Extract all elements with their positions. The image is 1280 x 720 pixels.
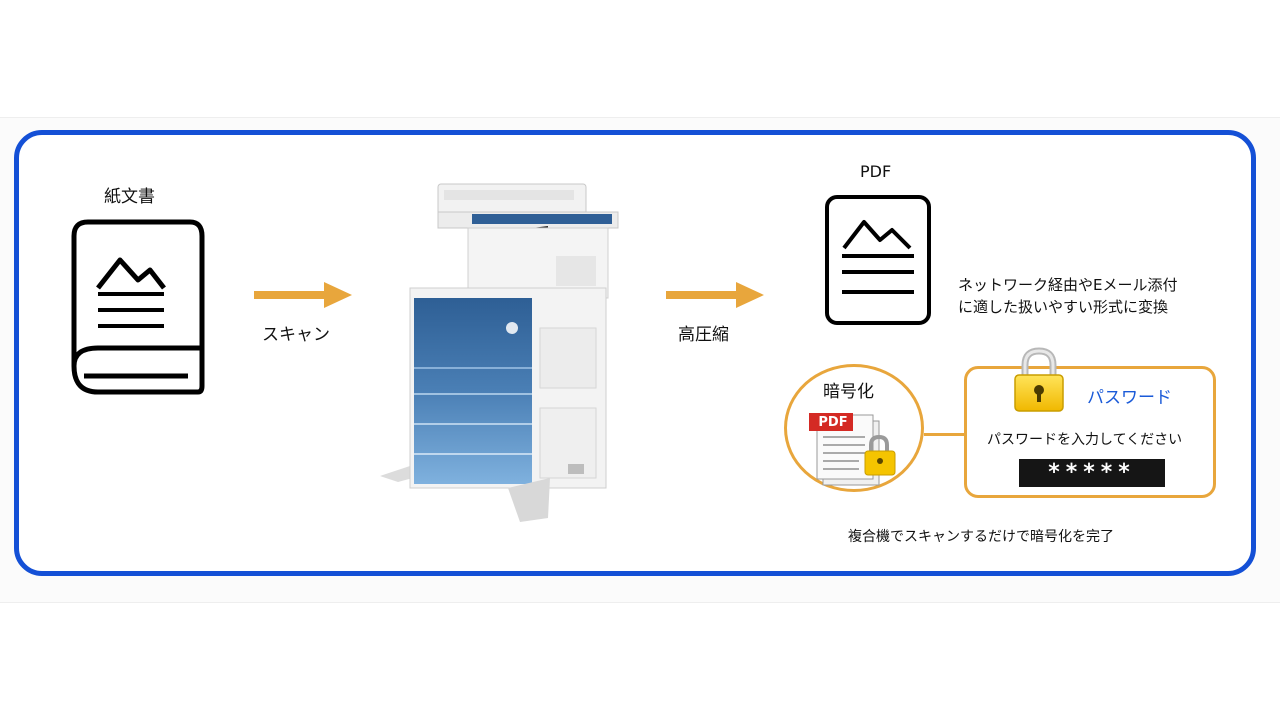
encrypted-pdf-icon xyxy=(809,413,896,486)
pdf-label: PDF xyxy=(860,162,892,181)
compress-label: 高圧縮 xyxy=(678,325,729,345)
compress-arrow xyxy=(666,282,764,308)
password-input[interactable]: ***** xyxy=(1019,459,1165,487)
connector-line xyxy=(924,433,966,436)
password-prompt: パスワードを入力してください xyxy=(987,432,1183,448)
password-title: パスワード xyxy=(1087,388,1172,408)
encryption-circle: 暗号化 PDF xyxy=(784,364,924,492)
encrypt-label: 暗号化 xyxy=(823,382,874,402)
paper-document-icon xyxy=(71,219,205,395)
pdf-caption-line-1: ネットワーク経由やEメール添付 xyxy=(958,276,1178,294)
pdf-document-icon xyxy=(825,195,931,325)
printer-mfp-image xyxy=(380,183,619,522)
pdf-badge: PDF xyxy=(818,415,848,430)
scan-arrow xyxy=(254,282,352,308)
pdf-caption-line-2: に適した扱いやすい形式に変換 xyxy=(958,298,1169,316)
scan-label: スキャン xyxy=(262,325,330,345)
password-dialog: パスワード パスワードを入力してください ***** xyxy=(964,347,1216,498)
padlock-icon xyxy=(1014,347,1064,412)
pdf-caption: ネットワーク経由やEメール添付 に適した扱いやすい形式に変換 xyxy=(958,274,1177,318)
bottom-caption: 複合機でスキャンするだけで暗号化を完了 xyxy=(848,529,1114,545)
paper-label: 紙文書 xyxy=(104,187,155,207)
